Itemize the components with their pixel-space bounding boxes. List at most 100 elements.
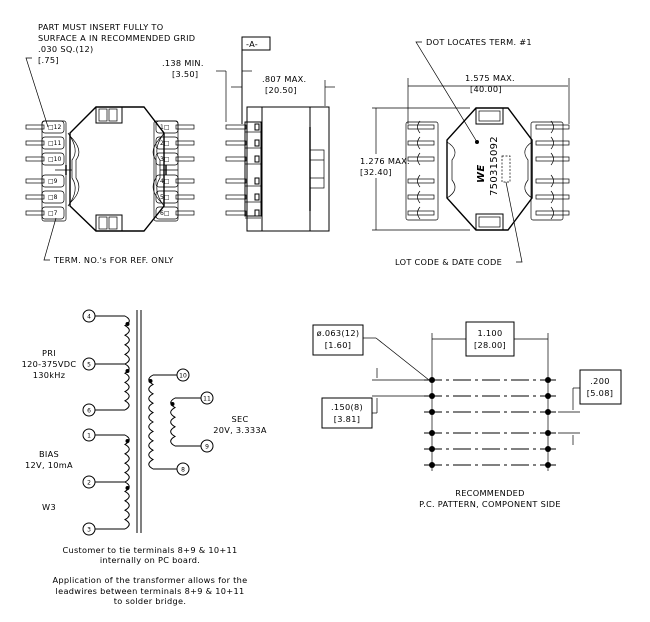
w3-label: W3 xyxy=(42,502,56,512)
top-view-pins xyxy=(407,120,570,220)
side-pin xyxy=(225,155,261,165)
right-terminal-label: 2□ xyxy=(160,140,170,147)
pin-4-label: 4 xyxy=(87,314,91,321)
hole-dim-line2: [1.60] xyxy=(325,340,351,350)
side-pin xyxy=(225,193,261,203)
pin-lead xyxy=(25,210,45,216)
pin-lead xyxy=(175,124,195,130)
secondary-winding-inner-path xyxy=(170,397,177,447)
span-dim-line1: 1.100 xyxy=(478,328,503,338)
right-terminal-4: 4□ xyxy=(155,174,195,188)
span-dim-line2: [28.00] xyxy=(474,340,506,350)
right-terminal-5: 5□ xyxy=(155,190,195,204)
datum-a-label: -A- xyxy=(246,39,258,49)
top-view-pin-right xyxy=(535,174,570,188)
pitch-large-line2: [5.08] xyxy=(587,388,613,398)
clip-top xyxy=(95,106,123,124)
pcb-hole xyxy=(429,462,435,468)
pin1-dot xyxy=(475,140,479,144)
insert-note-leader xyxy=(25,57,49,128)
pin-lead xyxy=(175,194,195,200)
note1-line2: internally on PC board. xyxy=(100,555,200,565)
winding-labels: PRI 120-375VDC 130kHz BIAS 12V, 10mA W3 … xyxy=(22,348,267,512)
pin-lead xyxy=(175,156,195,162)
top-view-pin-right xyxy=(535,206,570,220)
primary-winding-lower xyxy=(123,363,130,411)
pin-lead xyxy=(25,140,45,146)
dim-807-line1: .807 MAX. xyxy=(262,74,306,84)
insert-note-line-2: SURFACE A IN RECOMMENDED GRID xyxy=(38,33,195,43)
side-pin xyxy=(225,209,261,219)
pin-8-label: 8 xyxy=(181,467,185,474)
insert-note-line-3: .030 SQ.(12) xyxy=(38,44,93,54)
pin-lead xyxy=(25,178,45,184)
pin-lead xyxy=(175,210,195,216)
top-view-pin-right xyxy=(535,152,570,166)
bias-winding-path xyxy=(123,434,130,483)
dim-138-line2: [3.50] xyxy=(172,69,198,79)
top-view-pin-right xyxy=(535,136,570,150)
part-number: 750315092 xyxy=(489,136,500,196)
pitch-small-line1: .150(8) xyxy=(331,402,363,412)
pin-11-label: 11 xyxy=(203,396,211,403)
pin-lead xyxy=(175,178,195,184)
primary-winding-upper xyxy=(123,315,130,365)
primary-winding-upper-polarity-dot xyxy=(125,322,130,326)
pcb-hole xyxy=(545,377,551,383)
pin-9-label: 9 xyxy=(205,444,209,451)
pin-3-label: 3 xyxy=(87,527,91,534)
right-terminal-label: 6□ xyxy=(160,210,170,217)
left-terminal-8: □8 xyxy=(25,190,65,204)
bottom-view xyxy=(41,106,179,232)
term-ref-leader xyxy=(43,217,57,261)
pitch-large-box xyxy=(579,369,622,405)
pcb-hole xyxy=(545,430,551,436)
right-terminal-label: 5□ xyxy=(160,194,170,201)
dim-1575-line1: 1.575 MAX. xyxy=(465,73,515,83)
top-core-outline xyxy=(446,107,533,231)
top-view-pin-left xyxy=(407,190,435,204)
side-view-pins xyxy=(225,123,261,219)
dim-807-line2: [20.50] xyxy=(265,85,297,95)
lot-code-note: LOT CODE & DATE CODE xyxy=(395,257,502,267)
side-view: -A- .138 MIN. [3.50] .807 MAX. [20.50] xyxy=(162,36,335,232)
left-terminal-10: □10 xyxy=(25,152,65,166)
right-terminal-1: 1□ xyxy=(155,120,195,134)
w3-winding-path xyxy=(123,481,130,530)
secondary-winding-outer-path xyxy=(148,374,155,470)
pcb-hole xyxy=(545,462,551,468)
pin-5-label: 5 xyxy=(87,362,91,369)
note1-line1: Customer to tie terminals 8+9 & 10+11 xyxy=(62,545,237,555)
secondary-winding-inner-polarity-dot xyxy=(170,402,175,406)
left-terminal-12: □12 xyxy=(25,120,65,134)
pcb-hole xyxy=(429,393,435,399)
pin-lead xyxy=(25,124,45,130)
top-view-pin-right xyxy=(535,190,570,204)
left-terminal-label: □7 xyxy=(48,210,58,217)
insert-note-line-1: PART MUST INSERT FULLY TO xyxy=(38,22,163,32)
right-terminal-label: 3□ xyxy=(160,156,170,163)
schematic-windings xyxy=(123,315,177,530)
right-terminal-pins: 1□ 2□ 3□ 4□ 5□ 6□ xyxy=(155,120,195,220)
left-terminal-7: □7 xyxy=(25,206,65,220)
pin-6-label: 6 xyxy=(87,408,91,415)
pcb-caption-line2: P.C. PATTERN, COMPONENT SIDE xyxy=(419,499,561,509)
top-view-pin-left xyxy=(407,152,435,166)
secondary-winding-outer-polarity-dot xyxy=(148,379,153,383)
w3-winding xyxy=(123,481,130,530)
pcb-hole xyxy=(429,377,435,383)
right-terminal-2: 2□ xyxy=(155,136,195,150)
side-pin xyxy=(225,177,261,187)
hole-dim-box xyxy=(312,324,364,356)
bias-rating: 12V, 10mA xyxy=(25,460,73,470)
top-view-pin-left xyxy=(407,174,435,188)
left-terminal-label: □11 xyxy=(48,140,61,147)
term-ref-note: TERM. NO.'s FOR REF. ONLY xyxy=(53,255,174,265)
bias-winding xyxy=(123,434,130,483)
note2-line1: Application of the transformer allows fo… xyxy=(53,575,248,585)
left-terminal-label: □9 xyxy=(48,178,58,185)
pin-1-label: 1 xyxy=(87,433,91,440)
hole-dim-line1: ø.063(12) xyxy=(317,328,360,338)
core-outline xyxy=(69,106,165,232)
